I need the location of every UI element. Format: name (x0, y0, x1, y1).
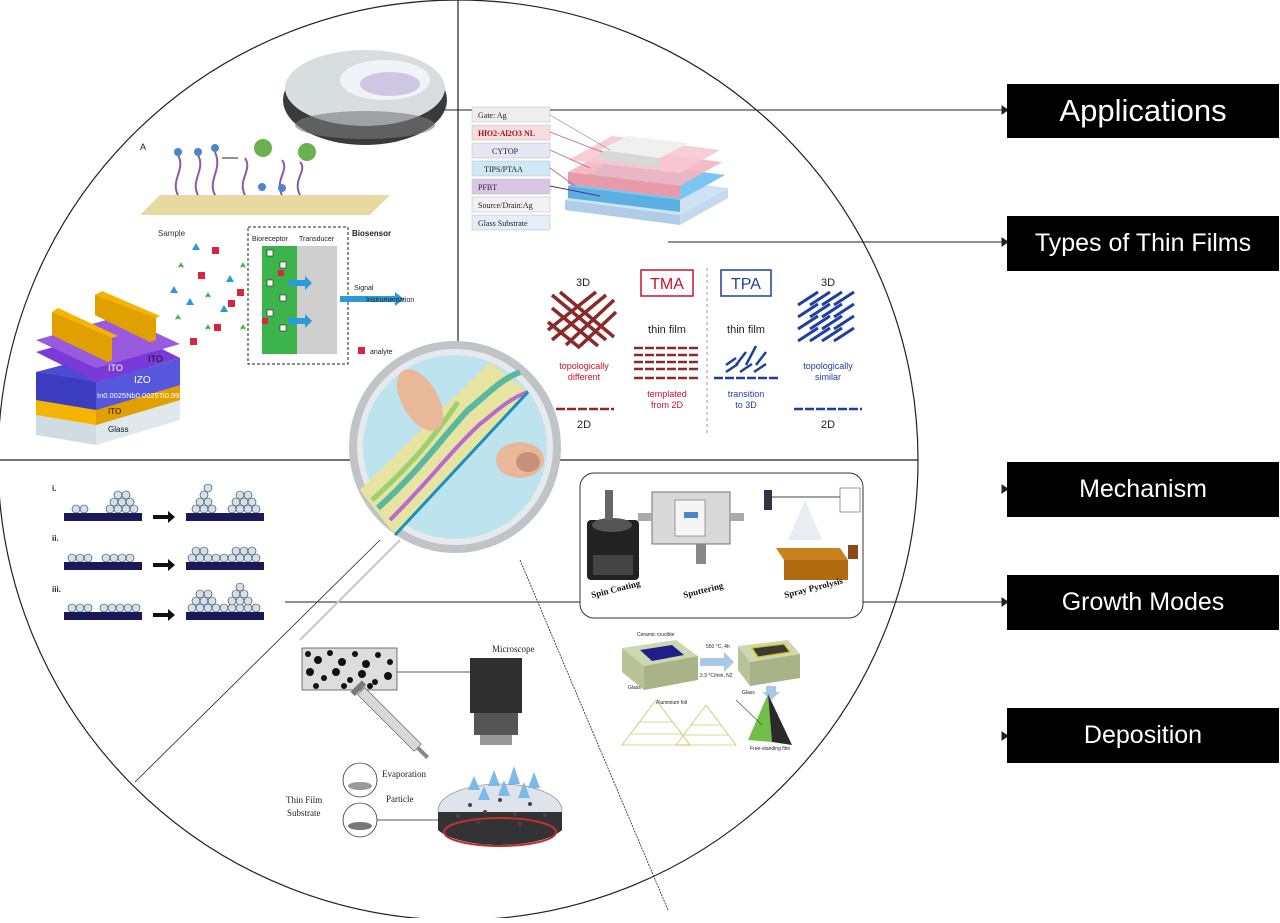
analyte-label: analyte (370, 349, 393, 356)
magnifier-illustration (299, 341, 561, 641)
diagonal-divider-right (519, 559, 669, 911)
category-mechanism-label: Mechanism (1079, 475, 1207, 503)
category-growth-label: Growth Modes (1061, 588, 1225, 616)
category-applications-label: Applications (1059, 93, 1227, 128)
category-types-of-thin-films: Types of Thin Films (1007, 216, 1279, 271)
evaporation-label: Evaporation (382, 769, 426, 779)
topo-different-1: topologically (559, 361, 609, 371)
biosensor-label: Biosensor (352, 229, 391, 238)
right-2d-label: 2D (821, 419, 835, 431)
templated-2: from 2D (651, 400, 684, 410)
cvd-rate: 2.3 °C/min, N2 (700, 673, 733, 679)
topo-different-2: different (568, 372, 601, 382)
lens-dome-image (283, 50, 447, 145)
topo-similar-2: similar (815, 372, 841, 382)
analyte-scatter (170, 243, 246, 345)
layer-glass-substrate: Glass Substrate (478, 219, 528, 228)
crucible-label: Ceramic crucible (637, 632, 674, 638)
free-standing-label: Free-standing film (750, 746, 790, 752)
tpa-label: TPA (731, 276, 761, 293)
tft-layer-ito-bottom: ITO (108, 407, 121, 416)
sample-label: Sample (158, 229, 186, 238)
foil-label: Aluminium foil (656, 700, 687, 706)
instrumentation-label: Instrumentation (366, 297, 414, 304)
diagonal-divider-left (134, 539, 381, 783)
growth-mode-i: i. (52, 484, 56, 493)
particle-label: Particle (386, 794, 414, 804)
transition-2: to 3D (735, 400, 757, 410)
transition-1: transition (728, 389, 765, 399)
thin-film-label-tma: thin film (648, 324, 686, 336)
cvd-glass-left: Glass (628, 685, 641, 691)
growth-mode-ii: ii. (52, 534, 59, 543)
drop-cast-illustration: Microscope Evaporation Particle Thin Fil… (286, 644, 563, 847)
category-applications: Applications (1007, 84, 1279, 138)
tft-layer-ito-left: ITO (108, 363, 123, 373)
category-deposition-label: Deposition (1083, 721, 1203, 749)
microscope-label: Microscope (492, 644, 535, 654)
category-deposition: Deposition (1007, 708, 1279, 763)
signal-label: Signal (354, 285, 374, 292)
templated-1: templated (647, 389, 687, 399)
tft-layer-ito-right: ITO (148, 354, 163, 364)
cvd-temp: 550 °C, 4h (706, 644, 730, 650)
category-growth-modes: Growth Modes (1007, 575, 1279, 630)
tft-stack-illustration: ITO ITO IZO In0.0025Nb0.0025Ti0.995O2 IT… (36, 291, 193, 445)
layer-tips: TIPS/PTAA (484, 165, 523, 174)
left-3d-label: 3D (576, 277, 590, 289)
growth-mode-iii: iii. (52, 585, 61, 594)
layer-gate: Gate: Ag (478, 111, 507, 120)
tft-layer-glass: Glass (108, 425, 128, 434)
tft-layer-oxide: In0.0025Nb0.0025Ti0.995O2 (97, 391, 193, 400)
tft-layer-izo: IZO (134, 375, 151, 386)
category-types-label: Types of Thin Films (1034, 229, 1252, 257)
transistor-stack-illustration: Gate: Ag HfO2-Al2O3 NL CYTOP TIPS/PTAA P… (471, 106, 728, 231)
layer-pfbt: PFBT (478, 183, 497, 192)
cvd-glass-right: Glass (742, 690, 755, 696)
tma-label: TMA (650, 276, 684, 293)
biosensor-illustration: A Sample (140, 139, 414, 365)
panel-letter: A (140, 142, 146, 152)
transducer-label: Transducer (299, 236, 335, 243)
bioreceptor-label: Bioreceptor (252, 236, 288, 243)
layer-source-drain: Source/Drain:Ag (478, 201, 533, 210)
topo-similar-1: topologically (803, 361, 853, 371)
tma-tpa-schematic: 3D 3D TMA TPA thin film thin film (546, 268, 862, 436)
category-mechanism: Mechanism (1007, 462, 1279, 517)
growth-modes-illustration: i. ii. iii. (52, 483, 264, 621)
cvd-illustration: 550 °C, 4h 2.3 °C/min, N2 Ceramic crucib… (621, 632, 800, 752)
layer-dielectric: HfO2-Al2O3 NL (478, 129, 535, 138)
thin-film-label: Thin Film (286, 795, 322, 805)
right-3d-label: 3D (821, 277, 835, 289)
layer-cytop: CYTOP (492, 147, 519, 156)
substrate-label: Substrate (287, 808, 321, 818)
left-2d-label: 2D (577, 419, 591, 431)
deposition-methods-panel: Spin Coating Sputtering Spray Pyrolysis (579, 472, 864, 619)
thin-film-label-tpa: thin film (727, 324, 765, 336)
